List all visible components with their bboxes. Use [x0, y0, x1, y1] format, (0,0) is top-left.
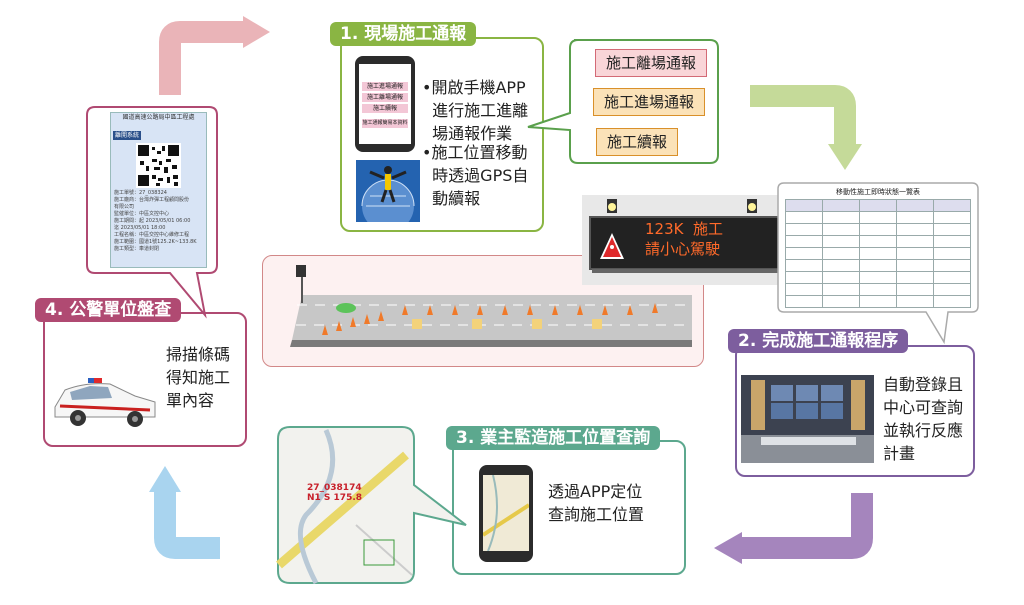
map-bubble	[276, 426, 467, 585]
step2-doc: 移動性施工即時狀態一覽表	[785, 187, 971, 308]
qr-card-label: 離開系統	[113, 131, 142, 140]
step2-title: 2. 完成施工通報程序	[728, 329, 909, 353]
step1-phone: 施工進場通報 施工離場通報 施工續報 施工通報簡易本資料	[355, 56, 415, 152]
led-sign-frame	[582, 195, 787, 285]
step3-title: 3. 業主監造施工位置查詢	[446, 426, 661, 450]
qr-card-row: 施工範圍：國道1號125.2K~133.8K	[114, 239, 197, 245]
qr-card-row: 工程名稱：中區交控中心維修工程	[114, 232, 190, 238]
qr-card-row: 施工單號：27_038324	[114, 190, 167, 196]
led-sign-line1: 123K 施工	[645, 220, 724, 238]
arrow-top-right-head	[828, 144, 862, 170]
map-label-2: N1 S 175.8	[307, 493, 363, 503]
phone-button-1: 施工離場通報	[362, 93, 408, 102]
road-scene	[290, 265, 692, 347]
option-leave: 施工離場通報	[595, 49, 708, 77]
qr-code	[136, 143, 181, 188]
step3-text: 透過APP定位 查詢施工位置	[548, 482, 645, 524]
step1-bullet-1: •開啟手機APP 進行施工進離 場通報作業	[422, 78, 529, 143]
arrow-bottom-right	[740, 493, 873, 559]
arrow-top-left	[159, 21, 245, 95]
qr-card-row: 施工類型：車道封閉	[114, 246, 160, 252]
qr-card-row: 監催單位：中區文控中心	[114, 211, 170, 217]
qr-card-rows: 施工單號：27_038324 施工廠商：台灣炸彈工程顧問股份 有限公司 監催單位…	[111, 190, 206, 253]
step1-title: 1. 現場施工通報	[330, 22, 477, 46]
step3-mini-map	[483, 475, 529, 551]
step2-text: 自動登錄且 中心可查詢 並執行反應 計畫	[883, 375, 964, 463]
qr-card: 國道高速公路局中區工程處 離開系統 施工單號：27_038324 施工廠商：台灣…	[110, 112, 207, 268]
arrow-bottom-right-head	[714, 532, 742, 564]
step3-phone	[479, 465, 533, 562]
qr-card-header: 國道高速公路局中區工程處	[122, 114, 195, 121]
arrow-top-left-head	[243, 16, 270, 48]
qr-card-row: 施工期間：起 2023/05/01 06:00	[114, 218, 191, 224]
step4-title: 4. 公警單位盤查	[35, 298, 182, 322]
phone-button-2: 施工續報	[362, 104, 408, 113]
phone-button-0: 施工進場通報	[362, 82, 408, 91]
qr-card-row: 有限公司	[114, 204, 135, 210]
step4-text: 掃描條碼 得知施工 單內容	[166, 345, 231, 410]
step3-phone-screen	[483, 475, 529, 551]
phone-button-3: 施工通報簡易本資料	[362, 119, 408, 128]
police-car-icon	[54, 378, 156, 427]
step2-doc-title: 移動性施工即時狀態一覽表	[836, 188, 920, 196]
qr-card-row: 施工廠商：台灣炸彈工程顧問股份	[114, 197, 190, 203]
gps-worker-icon	[356, 160, 420, 222]
option-enter: 施工進場通報	[593, 88, 706, 116]
arrow-top-right	[750, 85, 856, 146]
led-sign-line2: 請小心駕駛	[645, 240, 721, 258]
option-continue: 施工續報	[596, 128, 679, 156]
step1-bullet-2: •施工位置移動 時透過GPS自 動續報	[422, 143, 529, 208]
arrow-bottom-left	[154, 490, 220, 559]
qr-card-row: 迄 2023/05/01 18:00	[114, 225, 166, 231]
map-label-1: 27_038174	[307, 483, 362, 493]
arrow-bottom-left-head	[149, 466, 181, 492]
step2-doc-table	[785, 199, 971, 308]
control-center-photo	[741, 375, 874, 463]
step1-phone-screen: 施工進場通報 施工離場通報 施工續報 施工通報簡易本資料	[359, 64, 411, 144]
